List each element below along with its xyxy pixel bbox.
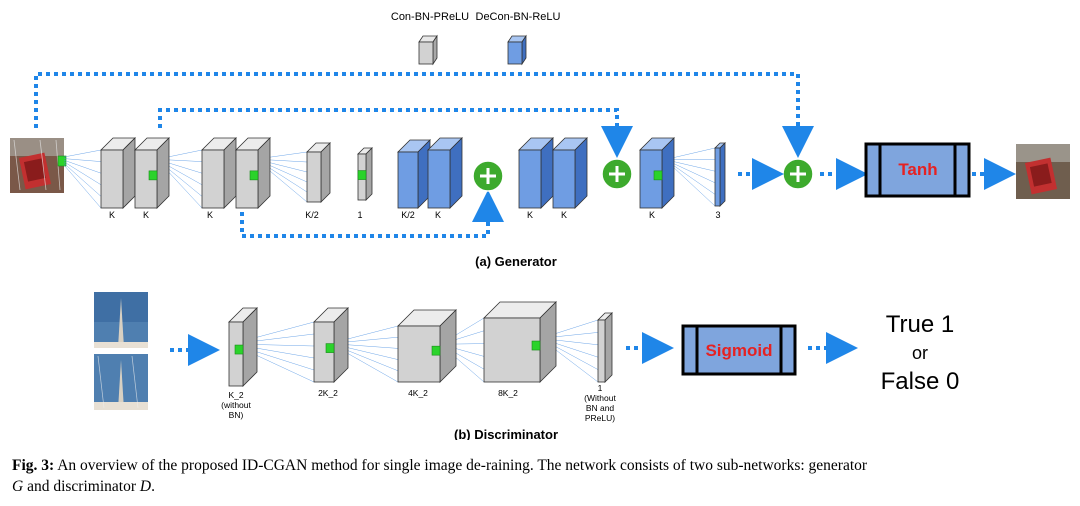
disc-output-line: True 1 <box>886 311 954 338</box>
kernel-marker <box>653 170 663 181</box>
discriminator-layer-label: K_2 <box>228 390 243 400</box>
generator-layers: K K K K/2 1 K/2 K K K K 3 <box>63 137 726 220</box>
generator-layer-label: K <box>109 210 115 220</box>
generator-layer-label: K <box>143 210 149 220</box>
discriminator-layer-label: 8K_2 <box>498 388 518 398</box>
discriminator-layer-label: 2K_2 <box>318 388 338 398</box>
receptive-field-lines <box>63 149 102 209</box>
input-image-top <box>94 292 148 348</box>
receptive-field-lines <box>162 149 203 209</box>
discriminator-layer-label: BN and <box>586 403 615 413</box>
kernel-marker <box>431 345 441 356</box>
conv-layer-block <box>100 137 136 209</box>
generator-layer-label: K <box>435 210 441 220</box>
generator-title: (a) Generator <box>475 254 557 269</box>
legend-deconv-label: DeCon-BN-ReLU <box>476 11 561 23</box>
caption-label: Fig. 3: <box>12 457 55 474</box>
caption-text: An overview of the proposed ID-CGAN meth… <box>57 457 868 474</box>
generator-diagram: K K K K/2 1 K/2 K K K K 3 Tanh <box>10 72 1070 269</box>
kernel-marker <box>234 344 244 355</box>
conv-layer-block <box>235 137 271 209</box>
kernel-marker <box>148 170 158 181</box>
disc-output-line: or <box>912 343 928 363</box>
generator-layer-label: K <box>527 210 533 220</box>
deconv-layer-block <box>639 137 675 209</box>
caption-text: . <box>151 478 155 495</box>
plus-icon <box>782 158 814 190</box>
derained-output-image <box>1016 144 1070 199</box>
caption-text: and discriminator <box>27 478 136 495</box>
conv-layer-block <box>228 307 258 387</box>
figure-canvas: Con-BN-PReLU DeCon-BN-ReLU <box>10 11 1070 440</box>
legend-conv-label: Con-BN-PReLU <box>391 11 469 23</box>
discriminator-title: (b) Discriminator <box>454 427 558 440</box>
deconv-layer-block <box>397 139 431 209</box>
disc-output-line: False 0 <box>881 368 960 395</box>
conv-layer-block <box>134 137 170 209</box>
rainy-input-image <box>10 138 67 193</box>
discriminator-layer-label: PReLU) <box>585 413 615 423</box>
conv-layer-block <box>306 142 331 203</box>
conv-layer-block <box>357 147 373 201</box>
discriminator-layer-label: 4K_2 <box>408 388 428 398</box>
figure-caption: Fig. 3: An overview of the proposed ID-C… <box>12 455 1068 497</box>
kernel-marker <box>249 170 259 181</box>
generator-layer-label: K/2 <box>305 210 319 220</box>
discriminator-layer-label: (without <box>221 400 251 410</box>
deconv-layer-block <box>518 137 554 209</box>
receptive-field-lines <box>263 151 308 203</box>
generator-layer-label: K <box>561 210 567 220</box>
skip-connection-lower <box>240 190 504 238</box>
sigmoid-label: Sigmoid <box>705 341 772 360</box>
caption-var-generator: G <box>12 478 24 495</box>
deconv-layer-block <box>427 137 463 209</box>
plus-icon <box>601 158 633 190</box>
kernel-marker <box>325 343 335 353</box>
kernel-marker <box>357 170 367 180</box>
disc-output-text: True 1 or False 0 <box>881 311 960 395</box>
generator-layer-label: K/2 <box>401 210 415 220</box>
deconv-layer-block <box>552 137 588 209</box>
generator-layer-label: 3 <box>715 210 720 220</box>
conv-layer-block <box>201 137 237 209</box>
generator-layer-label: 1 <box>357 210 362 220</box>
sigmoid-block: Sigmoid <box>681 324 797 376</box>
conv-layer-block <box>483 301 557 383</box>
tanh-block: Tanh <box>864 142 971 198</box>
skip-connection-middle <box>158 108 633 158</box>
receptive-field-lines <box>671 147 716 207</box>
caption-var-discriminator: D <box>139 478 152 495</box>
legend-deconv-cube-icon <box>507 34 527 66</box>
conv-layer-block <box>597 312 613 383</box>
input-image-bottom <box>94 354 148 410</box>
legend-conv-cube-icon <box>418 34 438 66</box>
skip-connection-outer <box>34 72 814 158</box>
tanh-label: Tanh <box>898 160 937 179</box>
generator-layer-label: K <box>649 210 655 220</box>
plus-icon <box>472 160 504 192</box>
legend: Con-BN-PReLU DeCon-BN-ReLU <box>391 11 561 66</box>
deconv-layer-block <box>714 142 726 207</box>
kernel-marker <box>531 340 541 351</box>
generator-layer-label: K <box>207 210 213 220</box>
discriminator-layer-label: (Without <box>584 393 616 403</box>
receptive-field-lines <box>339 325 399 383</box>
discriminator-layer-label: BN) <box>229 410 244 420</box>
conv-layer-block <box>313 307 349 383</box>
discriminator-layer-label: 1 <box>598 383 603 393</box>
conv-layer-block <box>397 309 457 383</box>
